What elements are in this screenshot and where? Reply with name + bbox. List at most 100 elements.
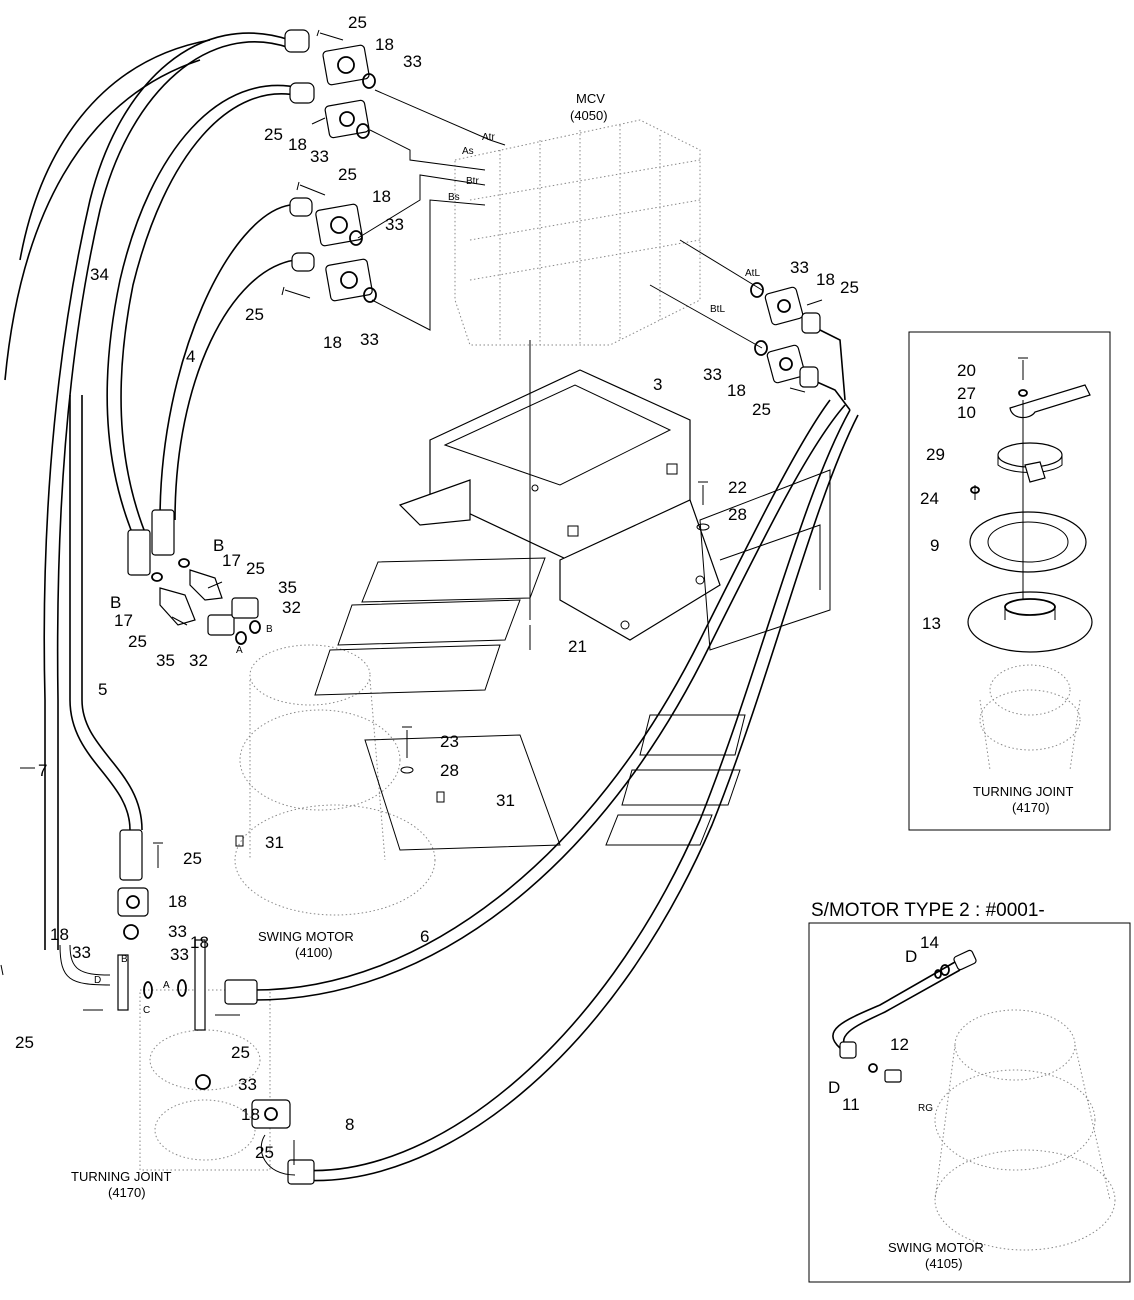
callout-label: 35 [156,651,175,670]
callout-label: 10 [957,403,976,422]
callout-label: 22 [728,478,747,497]
main-callouts: 25 18 33 25 18 33 25 18 33 25 18 33 34 4… [15,13,859,1162]
callout-label: 25 [15,1033,34,1052]
callout-label: 33 [310,147,329,166]
support-bracket [398,369,721,641]
callout-label: 12 [890,1035,909,1054]
callout-label: 25 [840,278,859,297]
callout-label: 25 [752,400,771,419]
callout-label: D [828,1078,840,1097]
callout-label: 18 [50,925,69,944]
inset-turning-joint-labels: 20 27 10 29 24 9 13 TURNING JOINT (4170) [920,361,1073,815]
callout-label: 17 [222,551,241,570]
callout-label: 7 [38,761,47,780]
callout-label: 5 [98,680,107,699]
callout-label: 25 [183,849,202,868]
callout-label: 18 [816,270,835,289]
swing-motor-caption: SWING MOTOR [258,929,354,944]
callout-label: 34 [90,265,109,284]
mcv-caption: MCV [576,91,605,106]
callout-label: 18 [727,381,746,400]
callout-label: 23 [440,732,459,751]
callout-label: 28 [728,505,747,524]
port-label: A [236,645,243,656]
callout-label: 18 [372,187,391,206]
flanges [59,29,821,1185]
smotor-title: S/MOTOR TYPE 2 : #0001- [811,900,1045,921]
callout-label: 33 [360,330,379,349]
callout-label: 32 [282,598,301,617]
port-label: AtL [745,268,760,279]
port-label: B [266,624,273,635]
swing-motor-ref: (4100) [295,945,333,960]
mcv-ref: (4050) [570,108,608,123]
inset-smotor-labels: S/MOTOR TYPE 2 : #0001- 14 D 12 D 11 RG … [811,900,1045,1271]
callout-label: 33 [790,258,809,277]
callout-label: 27 [957,384,976,403]
callout-label: 18 [168,892,187,911]
callout-label: 28 [440,761,459,780]
callout-label: 31 [496,791,515,810]
bolts [83,29,823,1165]
callout-label: D [905,947,917,966]
callout-label: 29 [926,445,945,464]
callout-label: 9 [930,536,939,555]
port-label: A [163,980,170,991]
callout-label: 33 [170,945,189,964]
hoses [4,32,859,1182]
callout-label: 18 [375,35,394,54]
main-captions: MCV (4050) SWING MOTOR (4100) TURNING JO… [71,91,608,1200]
mcv-ghost [454,119,701,346]
callout-label: 25 [338,165,357,184]
callout-label: 25 [231,1043,250,1062]
port-labels: Atr As Btr Bs AtL BtL A B B C D A [94,132,760,1016]
port-label: BtL [710,304,725,315]
port-label: RG [918,1103,933,1114]
port-label: C [143,1005,150,1016]
port-label: Btr [466,176,479,187]
o-rings [123,73,768,1090]
callout-label: 33 [385,215,404,234]
callout-label: 18 [288,135,307,154]
callout-label: 11 [842,1095,860,1114]
smotor-ref: (4105) [925,1256,963,1271]
callout-label: 25 [245,305,264,324]
callout-label: 25 [128,632,147,651]
callout-label: 20 [957,361,976,380]
callout-label: B [213,536,224,555]
callout-label: 25 [255,1143,274,1162]
callout-label: 13 [922,614,941,633]
callout-label: 21 [568,637,587,656]
swing-motor-ghost [234,644,436,916]
callout-label: 32 [189,651,208,670]
callout-label: 4 [186,347,195,366]
callout-label: 33 [703,365,722,384]
leader-lines [0,89,763,976]
inset-smotor [808,922,1131,1283]
callout-label: 35 [278,578,297,597]
port-label: As [462,146,474,157]
callout-label: 18 [241,1105,260,1124]
callout-label: 25 [348,13,367,32]
inset-turning-joint [908,331,1111,831]
turning-joint-caption: TURNING JOINT [71,1169,171,1184]
callout-label: 33 [403,52,422,71]
callout-label: 25 [246,559,265,578]
callout-label: 33 [238,1075,257,1094]
callout-label: 14 [920,933,939,952]
callout-label: 3 [653,375,662,394]
port-label: Atr [482,132,495,143]
callout-label: 17 [114,611,133,630]
callout-label: 25 [264,125,283,144]
inset-turning-joint-caption: TURNING JOINT [973,784,1073,799]
port-label: B [121,954,128,965]
smotor-caption: SWING MOTOR [888,1240,984,1255]
inset-turning-joint-ref: (4170) [1012,800,1050,815]
callout-label: 33 [168,922,187,941]
callout-label: 18 [190,933,209,952]
callout-label: 8 [345,1115,354,1134]
callout-label: B [110,593,121,612]
callout-label: 24 [920,489,939,508]
callout-label: 6 [420,927,429,946]
